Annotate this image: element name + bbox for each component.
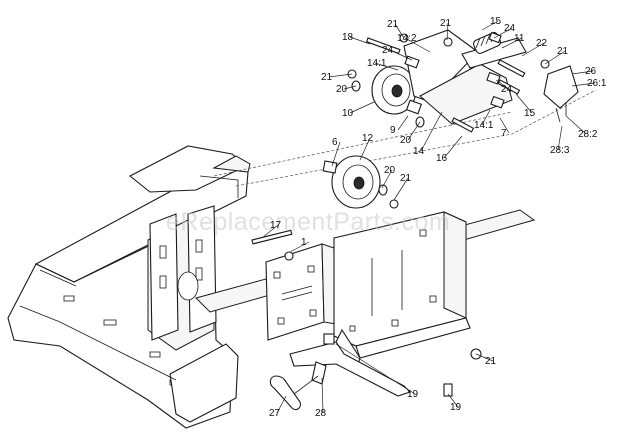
callout-leader-c1 (394, 23, 405, 39)
callout-leader-c7 (501, 37, 523, 49)
callout-label-c17: 15 (524, 108, 536, 119)
callout-leader-c26 (420, 111, 443, 152)
callout-label-c37: 28 (315, 408, 327, 419)
handle-link-27 (269, 375, 319, 411)
callout-label-c20: 20 (400, 135, 412, 146)
callout-leader-c16 (495, 79, 510, 90)
callout-leader-c29 (381, 169, 393, 189)
callout-leader-c13 (571, 82, 596, 87)
callout-label-c6: 14:2 (397, 33, 417, 44)
watermark-text: eReplacementParts.com (166, 208, 450, 236)
callout-label-c35: 19 (450, 402, 462, 413)
callout-label-c36: 27 (269, 408, 281, 419)
callout-leader-c15 (343, 85, 357, 90)
callout-leader-c6 (404, 37, 431, 53)
callout-label-c19: 9 (390, 125, 396, 136)
callout-label-c8: 24 (382, 45, 394, 56)
callout-label-c29: 20 (384, 165, 396, 176)
callout-leader-c12 (571, 70, 594, 75)
callout-label-c22: 7 (501, 128, 507, 139)
callout-leader-c20 (407, 121, 421, 141)
callout-label-c23: 28:2 (578, 129, 598, 140)
callout-leader-c36 (276, 395, 287, 414)
callout-label-c15: 20 (336, 84, 348, 95)
callout-label-c21: 14:1 (474, 120, 494, 131)
callout-label-c25: 12 (362, 133, 374, 144)
callout-label-c18: 10 (342, 108, 354, 119)
callout-leader-c31 (261, 224, 279, 239)
callout-label-c34: 19 (407, 389, 419, 400)
idler-pulley-10 (371, 65, 417, 115)
callout-label-c16: 24 (501, 84, 513, 95)
callout-label-c13: 26:1 (587, 78, 607, 89)
callout-label-c30: 21 (400, 173, 412, 184)
callout-leader-c3 (481, 20, 499, 31)
callout-leader-c30 (393, 177, 409, 201)
callout-leader-c2 (446, 22, 449, 41)
callout-label-c11: 14:1 (367, 58, 387, 69)
callout-leader-c5 (349, 36, 371, 45)
callout-label-c5: 18 (342, 32, 354, 43)
callout-leader-c10 (544, 50, 566, 65)
callout-leader-c14 (328, 73, 353, 78)
callout-leader-c22 (499, 117, 510, 134)
callout-leader-c19 (397, 115, 409, 131)
callout-label-c31: 17 (270, 220, 282, 231)
callout-label-c10: 21 (557, 46, 569, 57)
callout-leader-c33 (475, 353, 494, 362)
callout-leader-c34 (335, 343, 416, 395)
callout-leader-c24 (331, 141, 341, 167)
idler-pulley-12 (331, 155, 381, 209)
callout-leader-c35 (447, 393, 459, 408)
callout-label-c24: 6 (332, 137, 338, 148)
callout-label-c28: 28:3 (550, 145, 570, 156)
callout-label-c14: 21 (321, 72, 333, 83)
callout-leader-c21 (481, 109, 491, 126)
callout-leader-c23 (565, 115, 587, 135)
main-frame (7, 145, 251, 429)
callout-label-c33: 21 (485, 356, 497, 367)
callout-label-c27: 16 (436, 153, 448, 164)
callout-label-c3: 15 (490, 16, 502, 27)
callout-leader-c18 (349, 101, 375, 114)
callout-label-c4: 24 (504, 23, 516, 34)
callout-label-c1: 21 (387, 19, 399, 30)
callout-label-c26: 14 (413, 146, 425, 157)
callout-leader-c4 (493, 27, 513, 39)
callout-label-c9: 22 (536, 38, 548, 49)
callout-leader-c11 (374, 62, 399, 71)
callout-leader-c25 (359, 137, 371, 161)
callout-leader-c28 (557, 125, 563, 151)
right-frame-box (289, 211, 471, 397)
mount-plate (265, 243, 337, 341)
callout-leader-c17 (515, 93, 533, 114)
callout-leader-c9 (521, 42, 545, 57)
callout-leader-c37 (321, 377, 324, 414)
callout-leader-c27 (443, 135, 463, 159)
callout-leader-c32 (289, 241, 310, 253)
callout-leader-c8 (389, 49, 413, 61)
callout-label-c7: 11 (514, 33, 525, 44)
callout-label-c2: 21 (440, 18, 452, 29)
callout-label-c32: 1 (301, 237, 307, 248)
callout-label-c12: 26 (585, 66, 597, 77)
